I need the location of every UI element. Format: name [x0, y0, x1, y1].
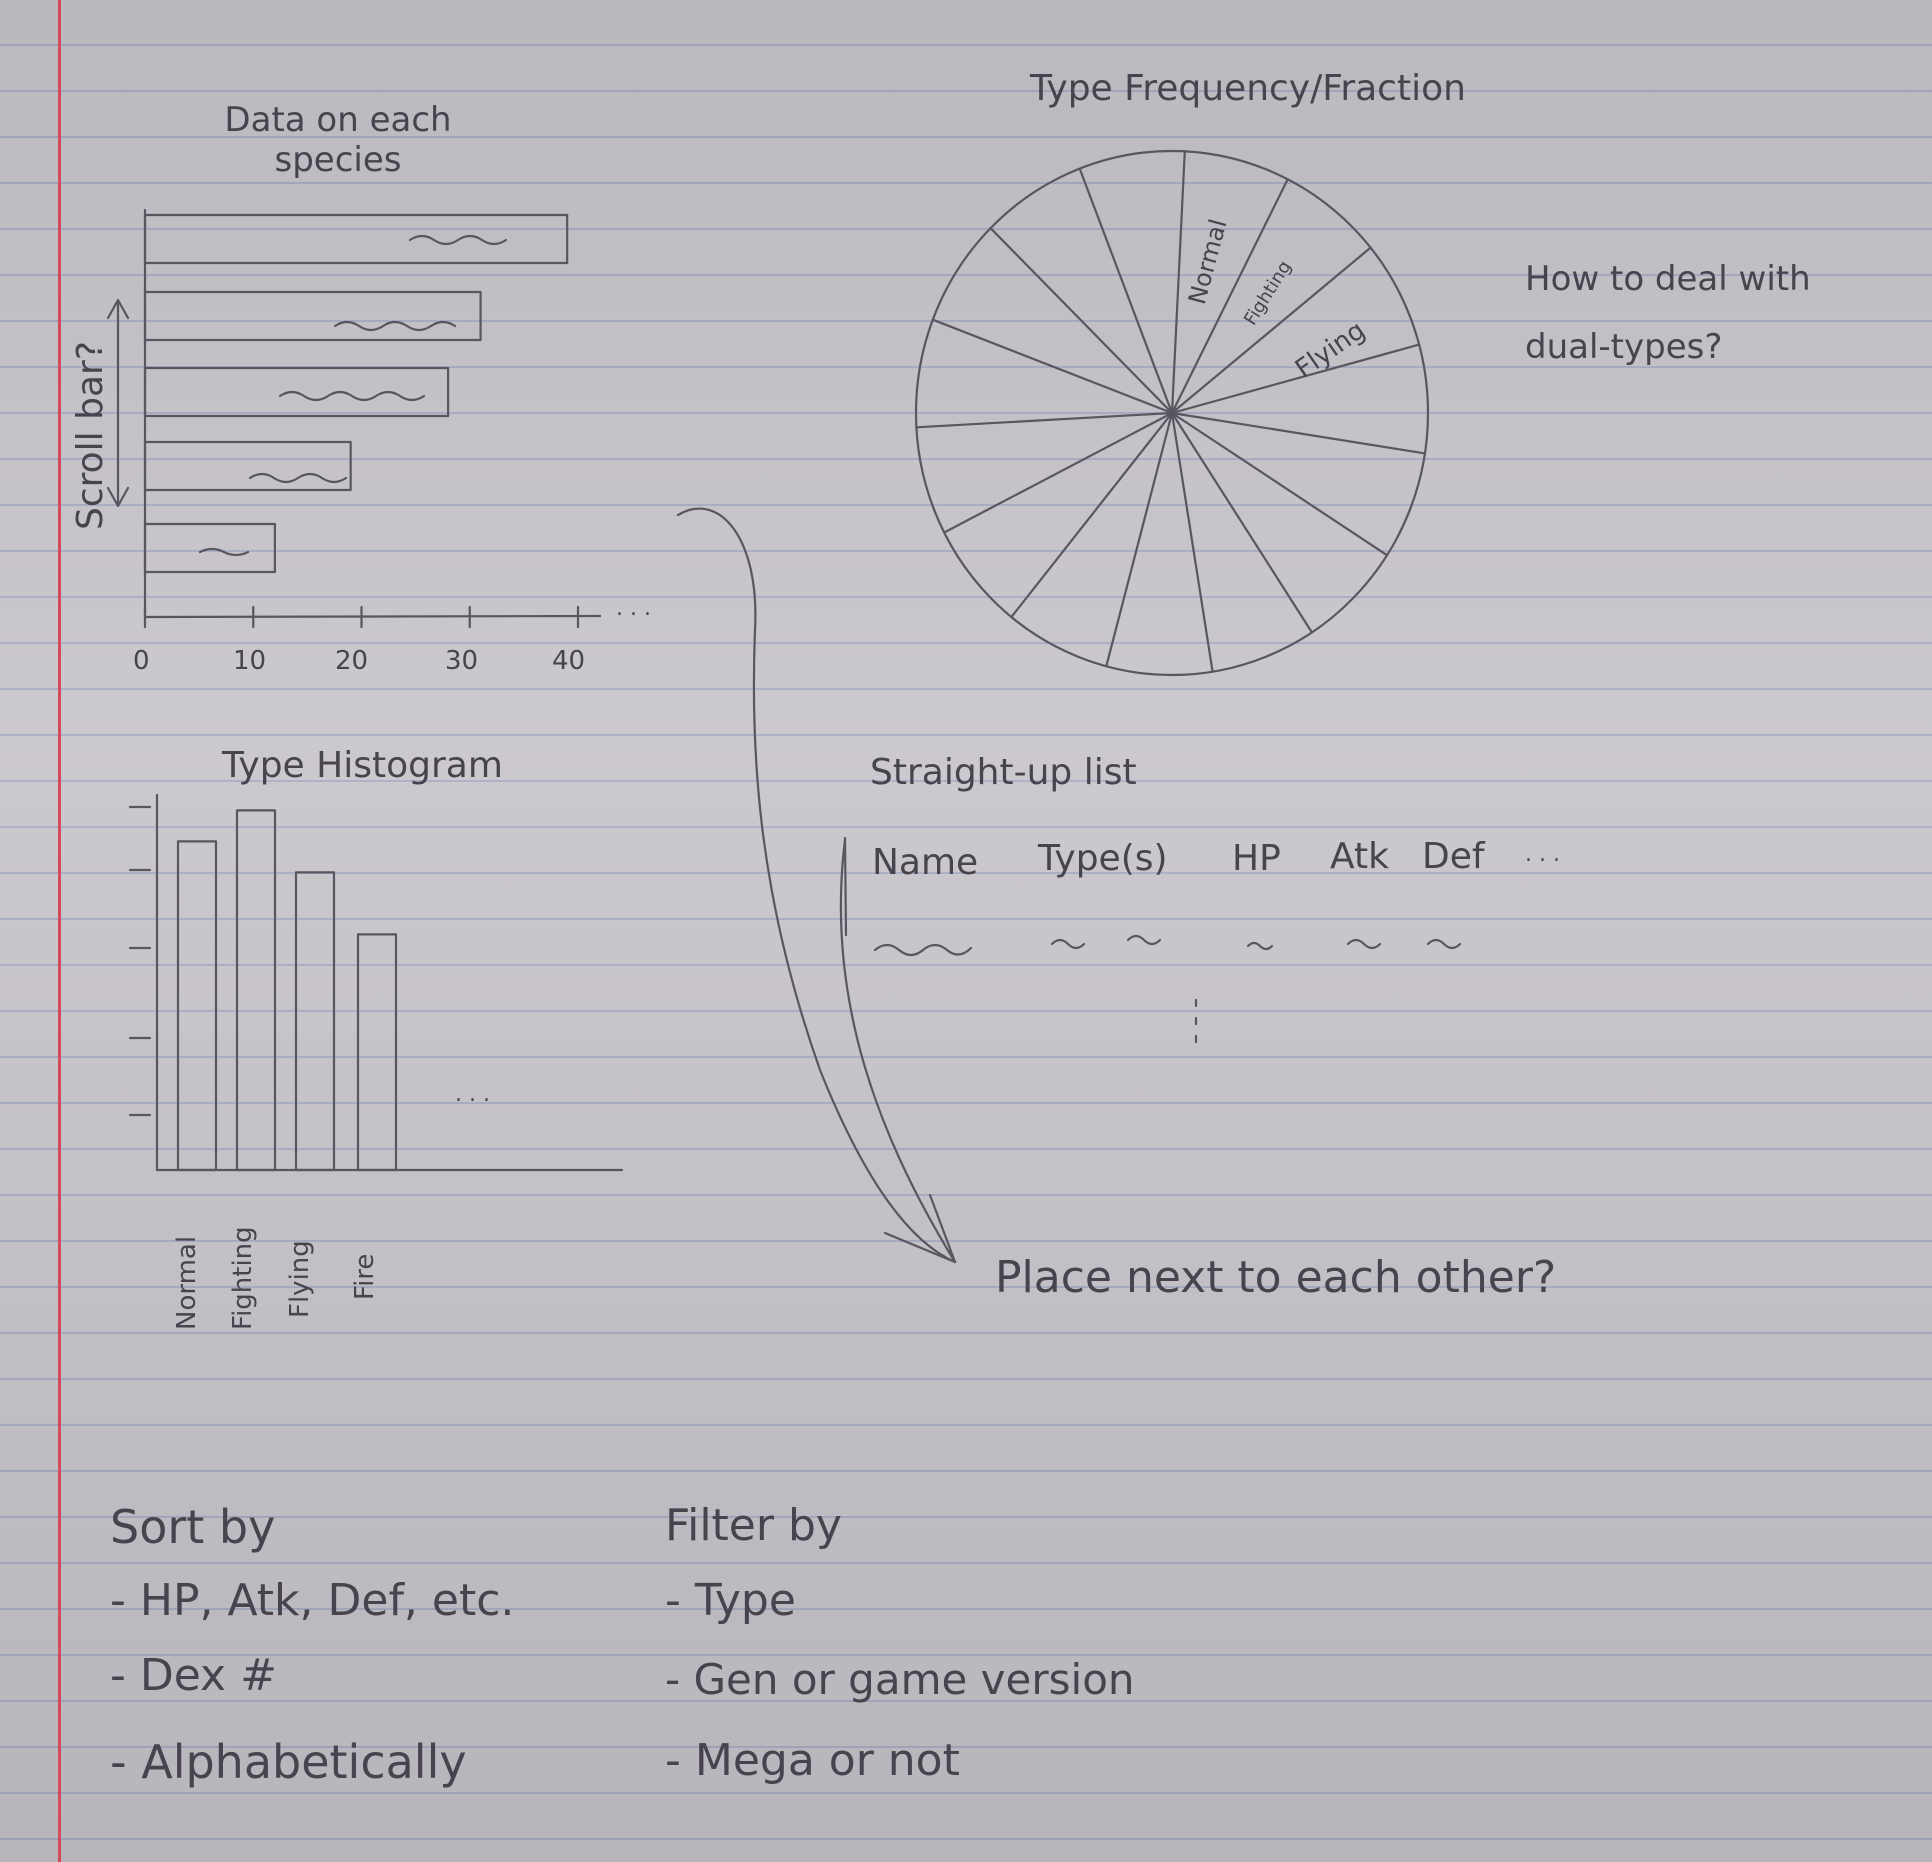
- tick-label: 0: [133, 646, 150, 676]
- histogram-title: Type Histogram: [222, 745, 503, 786]
- pie-slice-boundary: [1170, 411, 1389, 557]
- list-column-header: Type(s): [1038, 838, 1168, 879]
- list-column-header: Name: [872, 842, 979, 883]
- histogram-bar: [294, 871, 336, 1172]
- type-pie-chart: [914, 149, 1430, 677]
- bar-squiggle: [198, 547, 250, 557]
- list-column-header: Def: [1422, 836, 1485, 877]
- filter-item: - Mega or not: [665, 1735, 960, 1786]
- sort-item: - HP, Atk, Def, etc.: [110, 1575, 515, 1626]
- pie-slice-boundary: [1105, 411, 1174, 668]
- pie-slice-boundary: [1170, 411, 1214, 673]
- pie-slice-boundary: [915, 411, 1174, 429]
- histogram-bar: [176, 840, 218, 1172]
- arrow-inner-curve: [839, 838, 957, 1264]
- species-bar: [143, 290, 482, 342]
- histogram-ellipsis: . . .: [455, 1082, 490, 1107]
- histogram-bar: [356, 933, 398, 1172]
- histogram-category-label: Fire: [350, 1253, 380, 1300]
- bar-squiggle: [408, 234, 508, 246]
- tick-label: 30: [445, 646, 479, 676]
- pie-slice-boundary: [1170, 178, 1289, 415]
- list-title: Straight-up list: [870, 752, 1137, 793]
- bar-chart-x-ticks: [143, 605, 580, 629]
- connector-arrow: [676, 507, 957, 1264]
- pie-slice-boundary: [1170, 150, 1186, 415]
- sort-item: - Alphabetically: [110, 1735, 467, 1789]
- arrow-outer-curve: [676, 507, 957, 1264]
- list-squiggle-name: [873, 943, 973, 957]
- type-histogram: [128, 793, 624, 1172]
- tick-label: 10: [233, 646, 267, 676]
- species-bar: [143, 213, 569, 265]
- pie-slice-boundary: [943, 411, 1174, 534]
- pie-slice-boundary: [1170, 411, 1427, 455]
- bar-squiggle: [333, 320, 457, 332]
- pie-slice-boundary: [1078, 167, 1174, 415]
- list-squiggle: [1050, 938, 1086, 950]
- pie-outline: [914, 149, 1430, 677]
- list-squiggle: [1246, 941, 1274, 951]
- histogram-category-label: Fighting: [228, 1226, 258, 1330]
- histogram-category-label: Normal: [172, 1235, 202, 1330]
- pie-slice-boundary: [1010, 411, 1174, 619]
- list-sketch-marks: [843, 836, 1462, 1044]
- list-column-header: Atk: [1330, 836, 1389, 877]
- scroll-bar-note: Scroll bar?: [70, 341, 111, 530]
- bar-chart-x-axis: [143, 614, 602, 619]
- pie-slice-boundary: [1170, 411, 1314, 634]
- pie-slice-boundary: [931, 318, 1174, 415]
- arrow-head: [883, 1193, 957, 1264]
- species-bar: [143, 440, 352, 492]
- tick-label: 40: [552, 646, 586, 676]
- bar-squiggle: [278, 390, 426, 402]
- list-column-header: . . .: [1525, 842, 1560, 867]
- filter-item: - Type: [665, 1575, 796, 1626]
- histogram-bar: [235, 809, 277, 1172]
- sort-item: - Dex #: [110, 1650, 277, 1701]
- scroll-arrow-head-up: [106, 298, 130, 320]
- pie-chart-title: Type Frequency/Fraction: [1030, 68, 1466, 109]
- pie-slice-boundary: [1170, 343, 1421, 415]
- tick-label: 20: [335, 646, 369, 676]
- bar-chart-ellipsis: . . .: [616, 596, 651, 621]
- filter-item: - Gen or game version: [665, 1655, 1135, 1704]
- notebook-margin-line: [58, 0, 61, 1862]
- sort-heading: Sort by: [110, 1500, 276, 1554]
- list-column-header: HP: [1232, 838, 1281, 879]
- list-squiggle: [1346, 938, 1382, 950]
- species-bar: [143, 366, 450, 418]
- filter-heading: Filter by: [665, 1500, 842, 1551]
- list-squiggle: [1126, 934, 1162, 946]
- histogram-y-ticks: [128, 805, 152, 1117]
- species-bar-chart: [106, 208, 602, 629]
- list-bracket: [843, 836, 848, 937]
- dual-types-note: How to deal with dual-types?: [1525, 259, 1811, 367]
- bar-chart-title: Data on each species: [224, 100, 452, 180]
- arrow-note: Place next to each other?: [995, 1252, 1557, 1303]
- histogram-category-label: Flying: [285, 1240, 315, 1318]
- pie-slice-boundary: [989, 227, 1174, 415]
- bar-squiggle: [248, 472, 348, 484]
- pie-slice-boundary: [1170, 246, 1372, 415]
- species-bar: [143, 522, 276, 574]
- list-squiggle: [1426, 938, 1462, 950]
- scroll-arrow-head-down: [106, 486, 130, 508]
